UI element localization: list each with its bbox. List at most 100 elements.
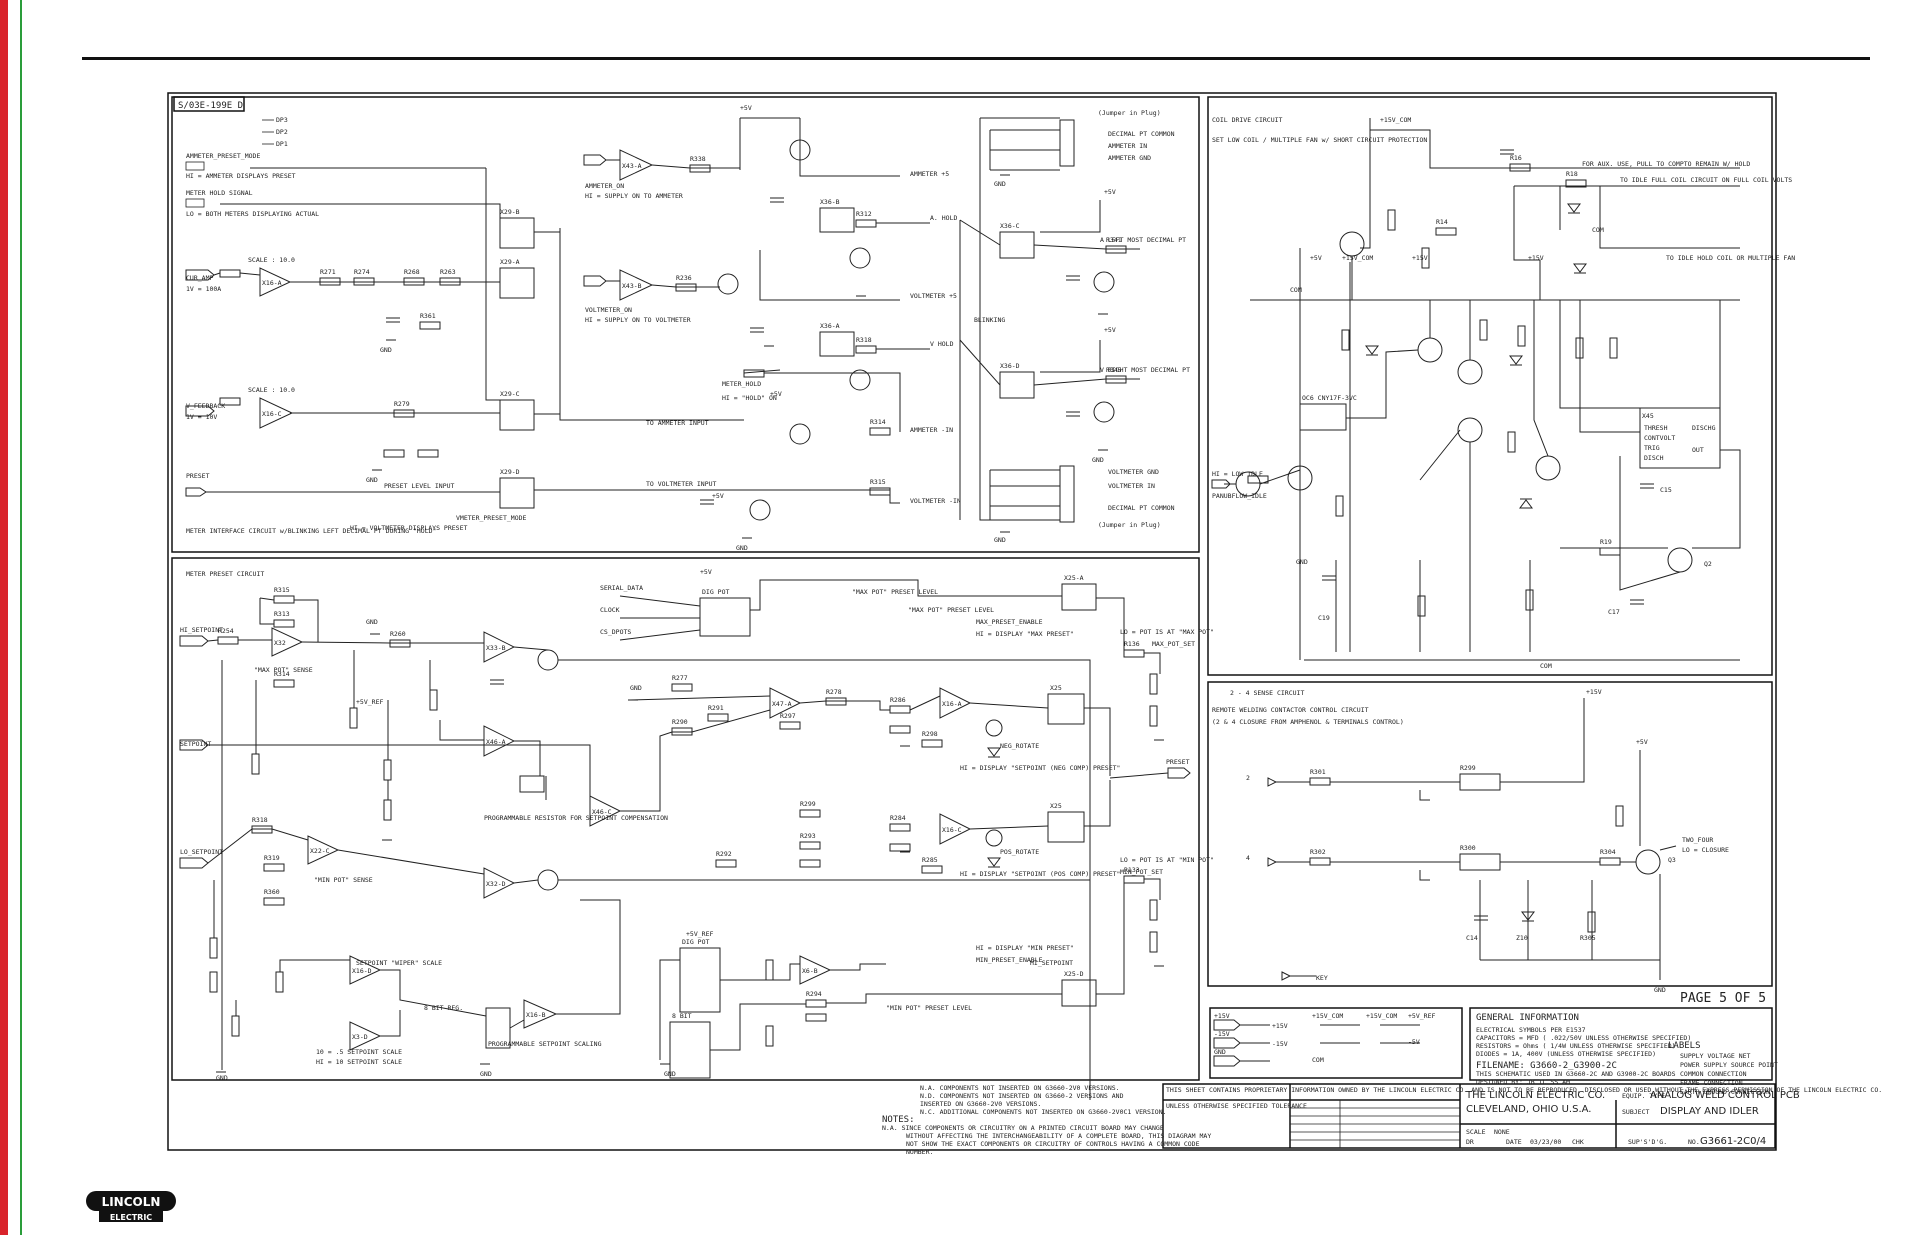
- svg-text:GND: GND: [366, 618, 378, 626]
- svg-text:X47-A: X47-A: [772, 700, 792, 708]
- svg-text:X16-C: X16-C: [942, 826, 962, 834]
- svg-text:X25-A: X25-A: [1064, 574, 1084, 582]
- meter-interface-circuit: X16-A X16-C X43-A X43-B: [185, 117, 1140, 539]
- legend-item-5: EARTH GROUND CONNECTION: [1680, 1088, 1770, 1096]
- svg-text:X43-A: X43-A: [622, 162, 642, 170]
- logo-bar: [99, 1211, 163, 1222]
- pos-rotate: POS_ROTATE: [1000, 848, 1039, 856]
- note-line-7: NOT SHOW THE EXACT COMPONENTS OR CIRCUIT…: [906, 1140, 1200, 1148]
- svg-text:DIG POT: DIG POT: [702, 588, 729, 596]
- max-pot-set: MAX_POT_SET: [1152, 640, 1195, 648]
- svg-text:DP3: DP3: [276, 116, 288, 124]
- voltmeter-on-note: HI = SUPPLY ON TO VOLTMETER: [585, 316, 691, 324]
- svg-text:R236: R236: [676, 274, 692, 282]
- legend-title: LABELS: [1668, 1041, 1701, 1051]
- svg-text:R299: R299: [800, 800, 816, 808]
- svg-text:R312: R312: [856, 210, 872, 218]
- svg-text:GND: GND: [994, 536, 1006, 544]
- svg-text:X29-A: X29-A: [500, 258, 520, 266]
- svg-text:X29-D: X29-D: [500, 468, 520, 476]
- net-15v-b: +15V: [1272, 1022, 1288, 1030]
- svg-text:R341: R341: [1106, 236, 1122, 244]
- net-minus-5v: -5V: [1408, 1038, 1420, 1046]
- scale-label: SCALE: [1466, 1128, 1486, 1136]
- svg-text:X22-C: X22-C: [310, 847, 330, 855]
- svg-text:X32: X32: [274, 639, 286, 647]
- net-com: COM: [1312, 1056, 1324, 1064]
- display-pos: HI = DISPLAY "SETPOINT (POS COMP) PRESET…: [960, 870, 1120, 878]
- svg-text:X45: X45: [1642, 412, 1654, 420]
- clock: CLOCK: [600, 606, 620, 614]
- hi-setpoint-out: HI_SETPOINT: [1030, 959, 1073, 967]
- svg-text:R16: R16: [1510, 154, 1522, 162]
- lo-max: LO = POT IS AT "MAX POT": [1120, 628, 1214, 636]
- svg-text:+5V_REF: +5V_REF: [686, 930, 713, 938]
- voltmeter-plus: VOLTMETER +5: [910, 292, 957, 300]
- svg-text:GND: GND: [480, 1070, 492, 1078]
- svg-text:R298: R298: [922, 730, 938, 738]
- svg-text:R14: R14: [1436, 218, 1448, 226]
- lo-setpoint: LO_SETPOINT: [180, 848, 223, 856]
- date-value: 03/23/00: [1530, 1138, 1561, 1146]
- subject-label: SUBJECT: [1622, 1108, 1649, 1116]
- header-rule: [82, 57, 1870, 60]
- svg-text:SCALE : 10.0: SCALE : 10.0: [248, 256, 295, 264]
- filename: FILENAME: G3660-2_G3900-2C: [1476, 1061, 1617, 1071]
- panel-title-block: [1162, 1083, 1776, 1149]
- decimal-pt-common: DECIMAL PT COMMON: [1108, 130, 1175, 138]
- meter-hold-signal: METER HOLD SIGNAL: [186, 189, 253, 197]
- min-preset-note: HI = DISPLAY "MIN PRESET": [976, 944, 1074, 952]
- ammeter-on-note: HI = SUPPLY ON TO AMMETER: [585, 192, 683, 200]
- svg-text:+5V: +5V: [1104, 188, 1116, 196]
- svg-text:R360: R360: [264, 888, 280, 896]
- svg-text:R293: R293: [800, 832, 816, 840]
- idle-coil: TO IDLE FULL COIL CIRCUIT ON FULL COIL V…: [1620, 176, 1792, 184]
- net-5v-ref: +5V_REF: [1408, 1012, 1435, 1020]
- svg-text:X16-A: X16-A: [262, 279, 282, 287]
- legend-item-1: SUPPLY VOLTAGE NET: [1680, 1052, 1751, 1060]
- svg-text:R285: R285: [922, 856, 938, 864]
- cur-amp-scale: 1V = 100A: [186, 285, 221, 293]
- designed-by: DESIGNED BY: JB TC SS AM: [1476, 1078, 1570, 1086]
- general-info-line-3: RESISTORS = Ohms ( 1/4W UNLESS OTHERWISE…: [1476, 1042, 1676, 1050]
- svg-text:GND: GND: [1092, 456, 1104, 464]
- svg-text:R338: R338: [690, 155, 706, 163]
- svg-text:X25: X25: [1050, 802, 1062, 810]
- svg-text:R291: R291: [708, 704, 724, 712]
- svg-text:DP1: DP1: [276, 140, 288, 148]
- svg-text:CONTVOLT: CONTVOLT: [1644, 434, 1675, 442]
- idle-coil2: TO IDLE HOLD COIL OR MULTIPLE FAN: [1666, 254, 1795, 262]
- svg-text:+5V: +5V: [700, 568, 712, 576]
- svg-text:X43-B: X43-B: [622, 282, 642, 290]
- svg-text:X33-B: X33-B: [486, 644, 506, 652]
- svg-text:X46-A: X46-A: [486, 738, 506, 746]
- svg-text:+5V: +5V: [712, 492, 724, 500]
- svg-text:+5V: +5V: [1104, 326, 1116, 334]
- voltmeter-on: VOLTMETER_ON: [585, 306, 632, 314]
- svg-text:+15V_COM: +15V_COM: [1342, 254, 1373, 262]
- svg-text:X46-C: X46-C: [592, 808, 612, 816]
- net-minus-15v-b: -15V: [1272, 1040, 1288, 1048]
- max-preset-note: HI = DISPLAY "MAX PRESET": [976, 630, 1074, 638]
- note-line-1: N.A. COMPONENTS NOT INSERTED ON G3660-2V…: [920, 1084, 1120, 1092]
- svg-text:R314: R314: [274, 670, 290, 678]
- svg-text:+15V: +15V: [1586, 688, 1602, 696]
- svg-text:R18: R18: [1566, 170, 1578, 178]
- svg-text:R319: R319: [264, 854, 280, 862]
- coil-note: SET LOW COIL / MULTIPLE FAN w/ SHORT CIR…: [1212, 136, 1427, 144]
- general-info-title: GENERAL INFORMATION: [1476, 1013, 1579, 1023]
- svg-text:R260: R260: [390, 630, 406, 638]
- svg-text:R302: R302: [1310, 848, 1326, 856]
- key-label: KEY: [1316, 974, 1328, 982]
- svg-text:GND: GND: [664, 1070, 676, 1078]
- svg-text:X16-B: X16-B: [526, 1011, 546, 1019]
- svg-text:R314: R314: [870, 418, 886, 426]
- svg-text:R271: R271: [320, 268, 336, 276]
- cs-dpots: CS_DPOTS: [600, 628, 631, 636]
- note-line-4: N.C. ADDITIONAL COMPONENTS NOT INSERTED …: [920, 1108, 1167, 1116]
- note-line-8: NUMBER.: [906, 1148, 933, 1156]
- two-four: TWO_FOUR: [1682, 836, 1713, 844]
- svg-text:R313: R313: [274, 610, 290, 618]
- notes-title: NOTES:: [882, 1115, 915, 1125]
